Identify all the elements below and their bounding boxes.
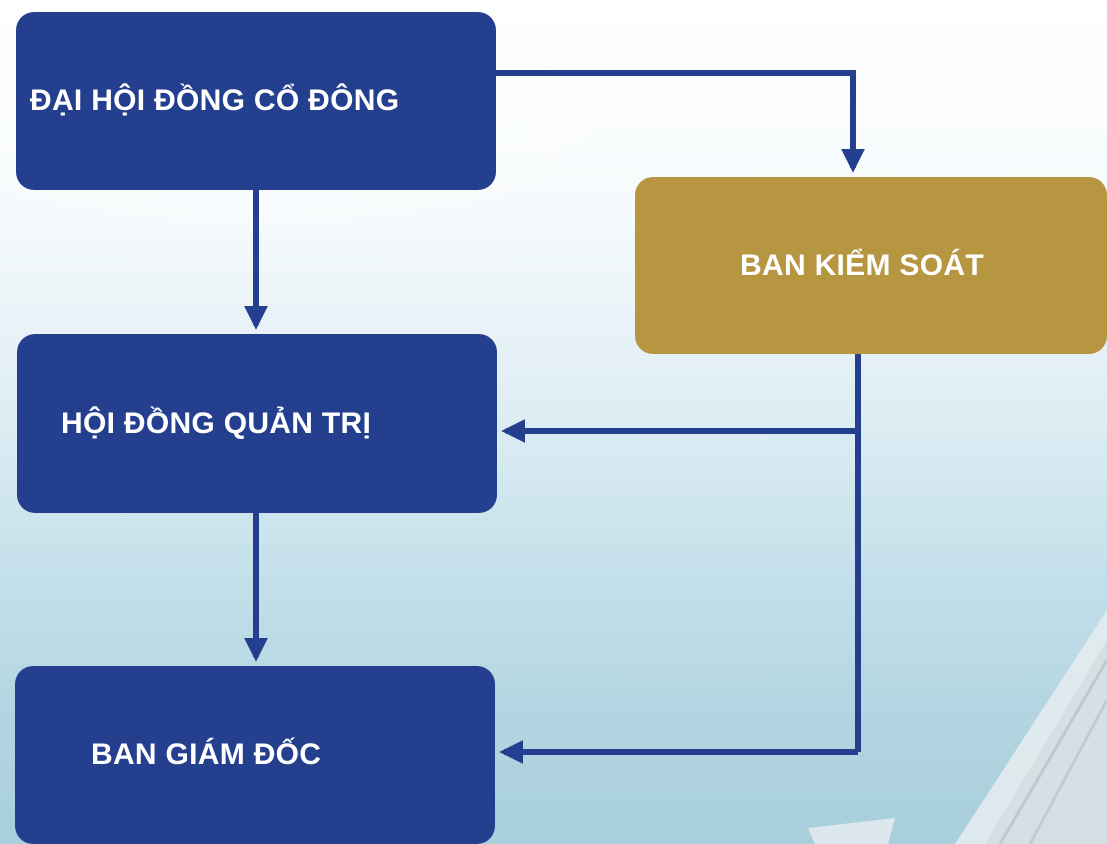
node-label: HỘI ĐỒNG QUẢN TRỊ <box>61 406 372 440</box>
node-ban-giam-doc: BAN GIÁM ĐỐC <box>15 666 495 844</box>
node-label: BAN GIÁM ĐỐC <box>91 738 322 771</box>
node-label: ĐẠI HỘI ĐỒNG CỔ ĐÔNG <box>30 84 400 117</box>
node-hoi-dong-quan-tri: HỘI ĐỒNG QUẢN TRỊ <box>17 334 497 513</box>
node-dai-hoi-dong-co-dong: ĐẠI HỘI ĐỒNG CỔ ĐÔNG <box>16 12 496 190</box>
connector-dhdcd-to-bks <box>496 70 865 173</box>
node-ban-kiem-soat: BAN KIỂM SOÁT <box>635 177 1107 354</box>
node-label: BAN KIỂM SOÁT <box>740 248 984 282</box>
